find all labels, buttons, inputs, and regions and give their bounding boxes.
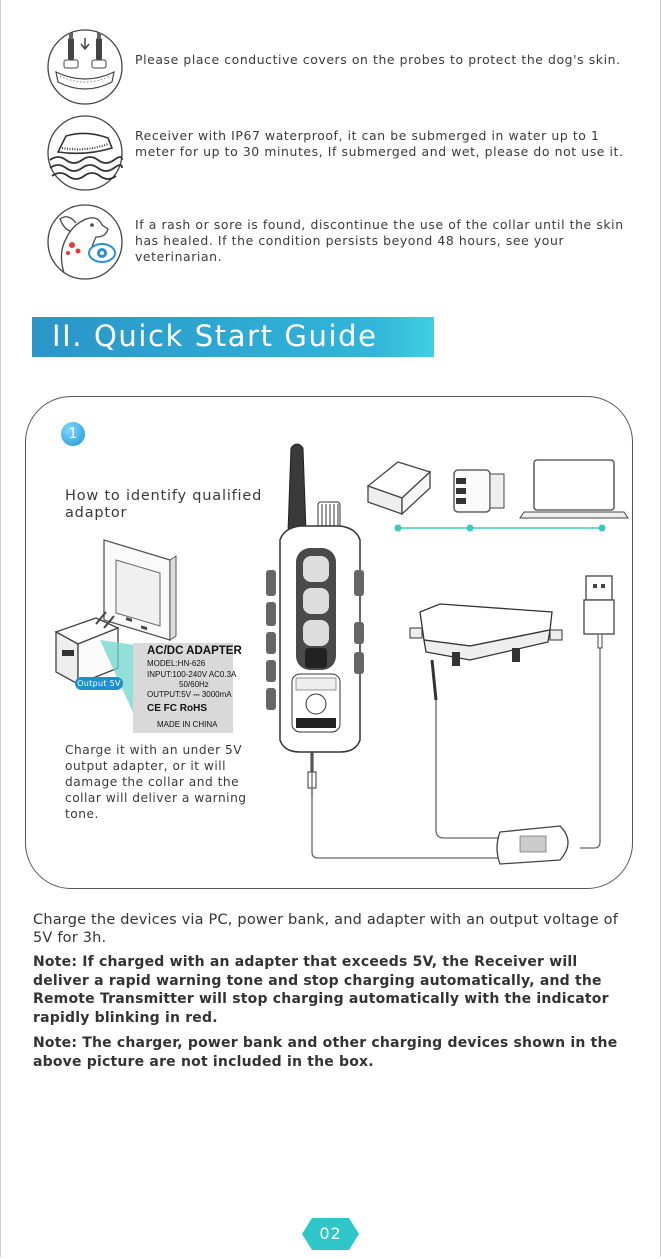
warning-text: If a rash or sore is found, discontinue … [135, 217, 624, 264]
label-certifications: CE FC RoHS [147, 703, 207, 714]
adapter-rating-label: AC/DC ADAPTER MODEL:HN-626 INPUT:100-240… [133, 643, 242, 733]
page-number-badge [302, 1218, 359, 1250]
probe-cover-icon [47, 29, 123, 105]
label-origin: MADE IN CHINA [157, 720, 218, 729]
section-banner: II. Quick Start Guide [32, 317, 434, 357]
wall-socket-icon [103, 539, 177, 641]
not-included-note: Note: The charger, power bank and other … [33, 1035, 618, 1070]
remote-transmitter-icon [266, 443, 364, 789]
output-voltage-badge: Output 5V [75, 677, 123, 690]
cable-splitter-icon [496, 825, 569, 865]
skin-check-icon [47, 204, 123, 280]
power-bank-icon [366, 461, 432, 516]
label-title: AC/DC ADAPTER [147, 645, 242, 657]
waterproof-icon [47, 115, 123, 191]
label-input: INPUT:100-240V AC0.3A [147, 670, 237, 679]
label-frequency: 50/60Hz [179, 680, 209, 689]
receiver-collar-icon [409, 603, 563, 701]
warning-text: Receiver with IP67 waterproof, it can be… [135, 128, 624, 159]
section-title: II. Quick Start Guide [52, 319, 378, 353]
overvoltage-note: Note: If charged with an adapter that ex… [33, 954, 609, 1026]
page-number: 02 [319, 1224, 342, 1243]
usb-plug-icon [583, 575, 615, 649]
laptop-icon [519, 459, 629, 519]
charge-adapter-note: Charge it with an under 5V output adapte… [65, 743, 247, 821]
charging-instruction: Charge the devices via PC, power bank, a… [33, 912, 619, 946]
step-number-badge: 1 [61, 422, 85, 446]
warning-text: Please place conductive covers on the pr… [135, 52, 621, 67]
label-model: MODEL:HN-626 [147, 659, 206, 668]
identify-adaptor-heading: How to identify qualified adaptor [65, 488, 263, 521]
label-output: OUTPUT:5V ⎓ 3000mA [147, 690, 232, 699]
quick-start-panel [25, 396, 633, 889]
charger-brick-icon [453, 469, 505, 513]
